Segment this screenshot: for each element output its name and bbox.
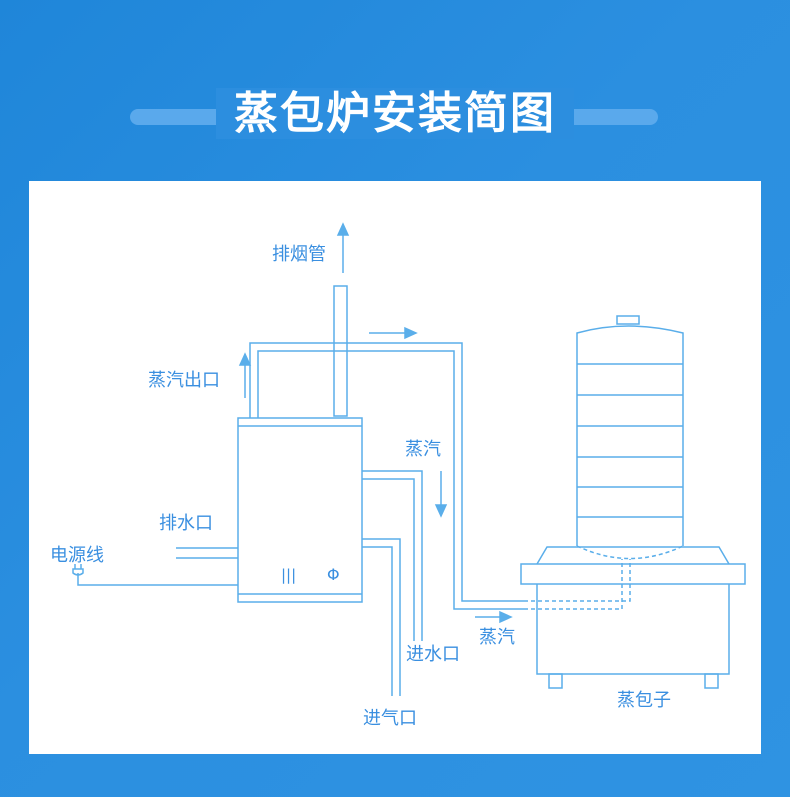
label-steam-outlet: 蒸汽出口	[148, 370, 220, 391]
label-water-inlet: 进水口	[406, 644, 460, 665]
steamer-pot-curve	[576, 545, 684, 560]
steam-outlet-arrow-head	[238, 352, 252, 366]
page-title: 蒸包炉安装简图	[0, 84, 790, 144]
steamer-cabinet	[536, 584, 730, 675]
boiler-body	[237, 417, 363, 603]
water-inlet-pipe-inner	[362, 478, 415, 641]
steamer-table-top	[520, 563, 746, 585]
power-cord-line	[77, 573, 238, 586]
steamer-stack-body	[576, 325, 684, 546]
label-steam-right: 蒸汽	[479, 627, 515, 648]
label-steam-down: 蒸汽	[405, 439, 441, 460]
boiler-indicator-icon: |||	[281, 566, 297, 584]
steam-pipe-outer	[249, 342, 524, 602]
steamer-leg-left	[548, 673, 563, 689]
steam-top-arrow-head	[404, 326, 418, 340]
steam-pipe-inner	[257, 350, 524, 610]
label-drain: 排水口	[159, 513, 213, 534]
label-gas-inlet: 进气口	[363, 708, 417, 729]
steam-down-arrow-head	[434, 504, 448, 518]
steamer-pot-base	[536, 546, 730, 565]
water-inlet-pipe-outer	[362, 470, 423, 641]
chimney-arrow-head	[336, 222, 350, 236]
steamer-lid-knob	[616, 315, 640, 325]
steam-right-arrow-head	[499, 610, 513, 624]
gas-inlet-pipe-inner	[362, 546, 393, 696]
hidden-steam-path-outer	[524, 559, 631, 602]
steamer-leg-right	[704, 673, 719, 689]
hidden-steam-path-inner	[524, 559, 623, 610]
page-title-text: 蒸包炉安装简图	[216, 88, 574, 139]
label-power-cord: 电源线	[50, 545, 104, 566]
label-steamer: 蒸包子	[617, 690, 671, 711]
power-plug-icon	[72, 564, 84, 576]
label-chimney: 排烟管	[272, 244, 326, 265]
diagram-panel: ||| Φ 排烟管 蒸汽出口 排水口 电源线 蒸汽 蒸汽 进水口 进气口 蒸包子	[29, 181, 761, 754]
installation-diagram	[72, 222, 746, 696]
gas-inlet-pipe-outer	[362, 538, 401, 696]
boiler-power-symbol-icon: Φ	[327, 565, 340, 584]
